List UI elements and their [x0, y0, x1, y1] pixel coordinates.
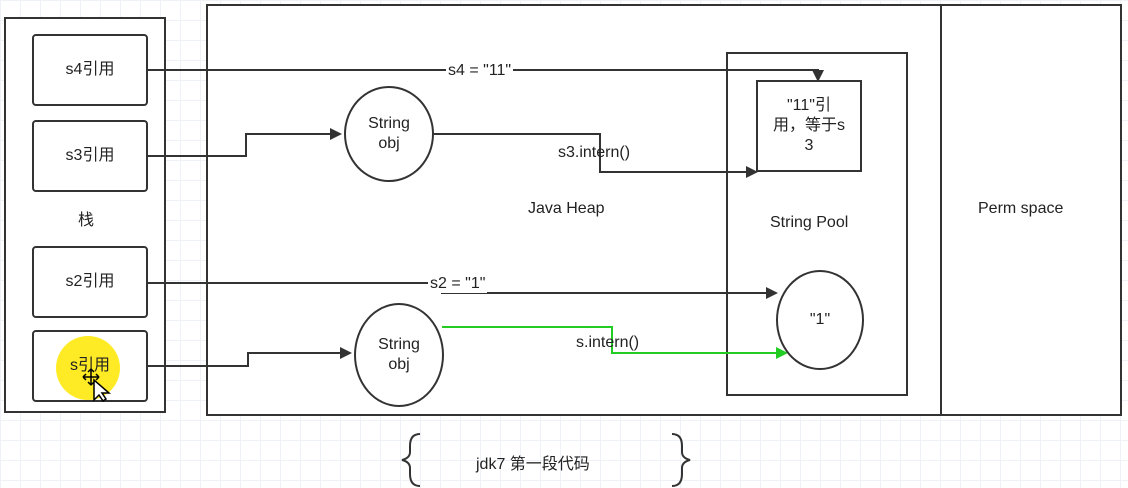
pool-entry-11-line1: "11"引	[787, 97, 831, 114]
s2-ref-box: s2引用	[32, 246, 148, 318]
pool-entry-11-line3: 3	[804, 137, 814, 154]
string-obj-1-line1: String	[368, 115, 410, 132]
s3-ref-box: s3引用	[32, 120, 148, 192]
pool-entry-1-label: "1"	[809, 311, 831, 328]
edge-s-to-obj2	[148, 347, 352, 367]
caption-left-brace	[401, 433, 421, 487]
s-intern-label: s.intern()	[576, 334, 640, 351]
caption-right-brace	[671, 433, 691, 487]
pool-entry-1: "1"	[776, 270, 864, 370]
cursor-highlight	[56, 336, 120, 400]
perm-space-panel	[940, 4, 1122, 416]
caption: jdk7 第一段代码	[476, 456, 590, 473]
s-ref-label: s引用	[69, 357, 110, 374]
string-obj-1: String obj	[344, 86, 434, 182]
perm-space-title: Perm space	[978, 200, 1064, 217]
s2-assign-label: s2 = "1"	[428, 275, 488, 293]
pool-entry-11-line2: 用，等于s	[772, 117, 845, 134]
s4-assign-label: s4 = "11"	[446, 62, 514, 80]
edge-s4-to-pool	[148, 69, 824, 82]
edge-s3-to-obj1	[148, 128, 342, 157]
s3-intern-label: s3.intern()	[558, 144, 631, 161]
pool-entry-11: "11"引 用，等于s 3	[756, 80, 862, 172]
s2-ref-label: s2引用	[65, 273, 115, 290]
edge-obj1-to-pool	[432, 133, 758, 178]
string-obj-1-line2: obj	[378, 135, 400, 152]
s4-ref-label: s4引用	[65, 61, 115, 78]
string-obj-2-line1: String	[378, 336, 420, 353]
s4-ref-box: s4引用	[32, 34, 148, 106]
edge-obj2-to-pool	[442, 326, 788, 359]
move-cursor-icon	[82, 368, 112, 402]
s-ref-box: s引用	[32, 330, 148, 402]
string-obj-2-line2: obj	[388, 356, 410, 373]
string-obj-2: String obj	[354, 303, 444, 407]
string-pool-title: String Pool	[770, 214, 849, 231]
s3-ref-label: s3引用	[65, 147, 115, 164]
stack-title: 栈	[78, 212, 95, 229]
java-heap-title: Java Heap	[528, 200, 605, 217]
